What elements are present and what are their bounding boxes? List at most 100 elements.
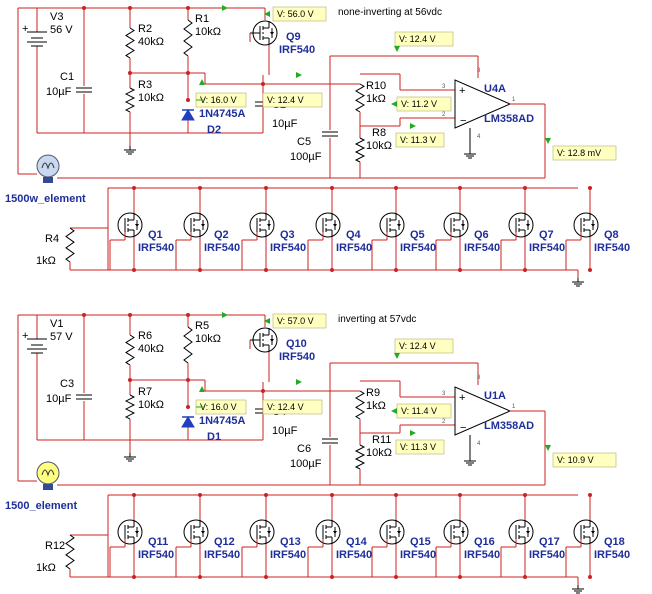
r-fb2-ref: R11: [372, 434, 391, 446]
r-gate: [183, 326, 193, 364]
mosfet-bank-ref: Q16: [474, 536, 495, 548]
junction-dot: [198, 268, 202, 272]
junction-dot: [198, 493, 202, 497]
mosfet-bank-value: IRF540: [270, 242, 306, 254]
junction-dot: [132, 493, 136, 497]
r-gate-value: 10kΩ: [195, 26, 221, 38]
r-upper-value: 40kΩ: [138, 343, 164, 355]
junction-dot: [198, 575, 202, 579]
pin-3: 3: [442, 84, 446, 90]
main-cap-ref: C1: [60, 71, 74, 83]
probe-value: V: 12.4 V: [267, 95, 304, 105]
mosfet-bank-7: [508, 212, 534, 238]
probe-value: V: 57.0 V: [277, 316, 314, 326]
mosfet-bank-6: [443, 519, 469, 545]
lamp-element: [36, 154, 60, 183]
mosfet-body: [379, 212, 405, 238]
probe-output: V: 10.9 V: [552, 452, 617, 468]
battery-symbol: [27, 31, 47, 47]
junction-dot: [330, 186, 334, 190]
supply-value: 57 V: [50, 331, 73, 343]
circuit-note: inverting at 57vdc: [338, 314, 416, 325]
probe-value: V: 16.0 V: [200, 402, 237, 412]
pin-8: 8: [477, 375, 481, 381]
ground-symbol: [124, 146, 136, 155]
junction-dot: [264, 493, 268, 497]
mosfet-bank-value: IRF540: [464, 549, 500, 561]
probe-plus-in: V: 11.4 V: [396, 403, 452, 419]
mosfet-body: [117, 212, 143, 238]
main-cap-value: 10µF: [46, 86, 72, 98]
mosfet-body: [443, 519, 469, 545]
junction-dot: [264, 268, 268, 272]
r-fb1-ref: R10: [366, 80, 386, 92]
mosfet-bank-5: [379, 519, 405, 545]
probe-arrow: [199, 79, 205, 85]
junction-dot: [198, 186, 202, 190]
zener-ref: D2: [207, 124, 221, 136]
mosfet-bank-ref: Q6: [474, 229, 489, 241]
main-capacitor: [76, 87, 92, 93]
supply-ref: V1: [50, 318, 63, 330]
junction-dot: [458, 186, 462, 190]
junction-dot: [458, 575, 462, 579]
opamp-ref: U1A: [484, 390, 506, 402]
r-fb1: [355, 390, 365, 420]
mosfet-bank-value: IRF540: [336, 242, 372, 254]
probe-box: [552, 452, 617, 468]
junction-dot: [132, 186, 136, 190]
r-fb2-value: 10kΩ: [366, 140, 392, 152]
r-upper-ref: R6: [138, 330, 152, 342]
mosfet-bank-ref: Q15: [410, 536, 431, 548]
r-bottom-value: 1kΩ: [36, 562, 56, 574]
probe-value: V: 11.3 V: [400, 135, 436, 145]
mosfet-body: [315, 212, 341, 238]
pin-2: 2: [442, 419, 446, 425]
probe-top: V: 57.0 V: [272, 313, 327, 329]
probe-output: V: 12.8 mV: [552, 145, 617, 161]
probe-value: V: 12.4 V: [399, 34, 436, 44]
junction-dot: [394, 493, 398, 497]
probe-arrow: [296, 379, 302, 385]
probe-arrow: [391, 101, 397, 107]
mosfet-bank-3: [249, 212, 275, 238]
r-upper: [125, 334, 135, 366]
mosfet-body: [249, 519, 275, 545]
probe-value: V: 12.4 V: [399, 341, 436, 351]
opamp-ref: U4A: [484, 83, 506, 95]
lamp-bulb: [36, 461, 60, 485]
opamp-plus: +: [459, 392, 465, 404]
mosfet-bank-value: IRF540: [138, 242, 174, 254]
r-fb1-value: 1kΩ: [366, 400, 386, 412]
probe-arrow: [222, 312, 228, 318]
junction-dot: [186, 405, 190, 409]
opamp-minus: −: [460, 115, 466, 127]
r-lower-ref: R3: [138, 79, 152, 91]
mosfet-body: [379, 519, 405, 545]
probe-value: V: 11.2 V: [401, 99, 437, 109]
probe-opamp-supply: V: 12.4 V: [394, 31, 454, 47]
mosfet-top-ref: Q10: [286, 338, 307, 350]
r-bottom-value: 1kΩ: [36, 255, 56, 267]
ground-symbol: [464, 150, 476, 159]
mosfet-bank-ref: Q5: [410, 229, 425, 241]
mosfet-bank-8: [573, 519, 599, 545]
mosfet-bank-5: [379, 212, 405, 238]
probe-value: V: 12.4 V: [267, 402, 304, 412]
junction-dot: [330, 268, 334, 272]
mosfet-bank-ref: Q11: [148, 536, 168, 548]
r-upper-ref: R2: [138, 23, 152, 35]
r-bottom: [65, 534, 75, 570]
mosfet-bank-3: [249, 519, 275, 545]
probe-value: V: 56.0 V: [277, 9, 314, 19]
probe-arrow: [410, 123, 416, 129]
pin-4: 4: [477, 441, 481, 447]
probe-arrow: [264, 318, 270, 324]
probe-arrow: [545, 138, 551, 144]
r-fb2-ref: R8: [372, 127, 386, 139]
junction-dot: [523, 575, 527, 579]
opamp-plus: +: [459, 85, 465, 97]
mosfet-bank-ref: Q1: [148, 229, 163, 241]
lamp-filament: [41, 469, 55, 477]
junction-dot: [264, 575, 268, 579]
